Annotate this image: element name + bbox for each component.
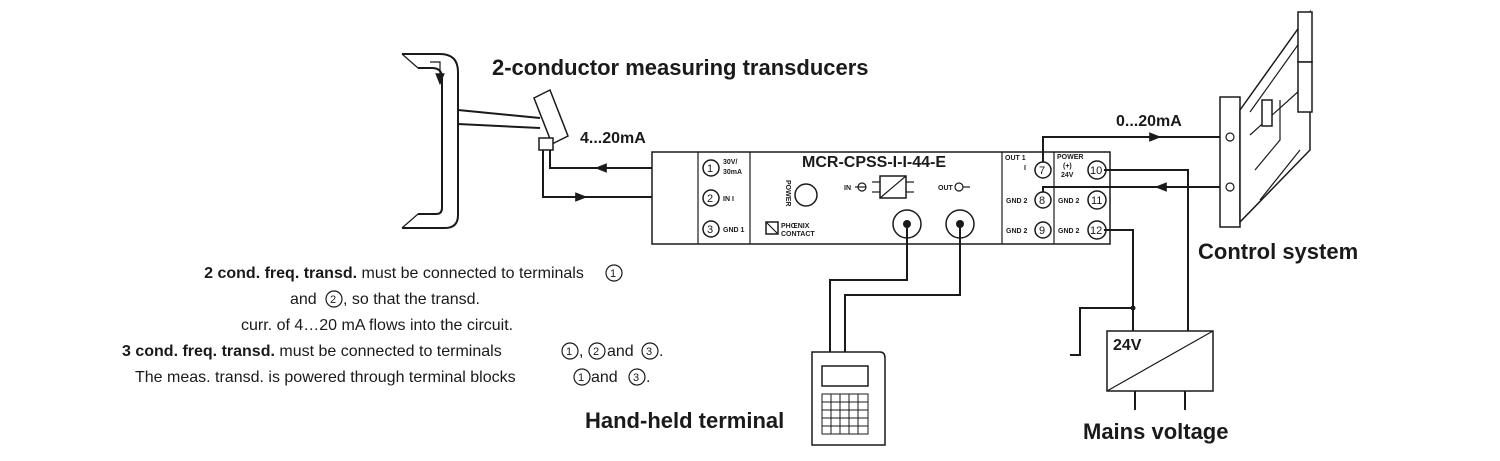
svg-text:1: 1 bbox=[566, 346, 572, 358]
brand-line-2: CONTACT bbox=[781, 231, 815, 238]
input-current-label: 4...20mA bbox=[580, 130, 646, 147]
svg-text:GND 1: GND 1 bbox=[723, 227, 745, 234]
svg-text:GND 2: GND 2 bbox=[1006, 228, 1028, 235]
terminal-2[interactable] bbox=[702, 189, 720, 207]
svg-text:3 cond. freq. transd. must be: 3 cond. freq. transd. must be connected … bbox=[122, 343, 502, 360]
svg-text:.: . bbox=[659, 343, 663, 360]
svg-text:, so that the transd.: , so that the transd. bbox=[343, 291, 480, 308]
cable-handheld-a bbox=[829, 224, 908, 355]
svg-text:9: 9 bbox=[1039, 225, 1045, 237]
svg-text:OUT 1: OUT 1 bbox=[1005, 155, 1026, 162]
wire-power-ground bbox=[1070, 229, 1134, 356]
svg-text:1: 1 bbox=[610, 268, 616, 280]
svg-text:24V: 24V bbox=[1061, 172, 1074, 179]
svg-text:and: and bbox=[607, 343, 634, 360]
svg-text:1: 1 bbox=[578, 372, 584, 384]
power-led bbox=[794, 183, 818, 207]
notes: 2 cond. freq. transd. must be connected … bbox=[122, 264, 663, 386]
mains-voltage-label: Mains voltage bbox=[1083, 419, 1228, 444]
svg-text:8: 8 bbox=[1039, 195, 1045, 207]
terminal-block-left: 1 30V/ 30mA 2 IN I 3 GND 1 bbox=[702, 159, 745, 238]
svg-text:3: 3 bbox=[707, 224, 713, 236]
supply-voltage-label: 24V bbox=[1113, 337, 1142, 354]
module-name: MCR-CPSS-I-I-44-E bbox=[802, 154, 946, 171]
hand-held-terminal bbox=[811, 351, 886, 446]
power-label: POWER bbox=[784, 180, 791, 206]
terminal-block-power: POWER (+) 24V 10 GND 2 11 GND 2 12 bbox=[1057, 154, 1107, 240]
svg-text:(+): (+) bbox=[1063, 163, 1072, 170]
pipe bbox=[401, 53, 459, 229]
svg-text:30mA: 30mA bbox=[723, 169, 742, 176]
terminal-11[interactable] bbox=[1087, 190, 1107, 210]
svg-text:30V/: 30V/ bbox=[723, 159, 737, 166]
svg-text:curr. of 4…20 mA flows into th: curr. of 4…20 mA flows into the circuit. bbox=[241, 317, 513, 334]
wire-out-signal bbox=[1042, 136, 1228, 162]
wire-power-plus bbox=[1104, 169, 1189, 331]
svg-text:GND 2: GND 2 bbox=[1006, 198, 1028, 205]
brand-line-1: PHŒNIX bbox=[781, 223, 810, 230]
svg-text:3: 3 bbox=[633, 372, 639, 384]
svg-text:12: 12 bbox=[1090, 225, 1102, 237]
svg-text:2: 2 bbox=[707, 193, 713, 205]
svg-text:The meas. transd. is powered t: The meas. transd. is powered through ter… bbox=[135, 369, 516, 386]
svg-text:2: 2 bbox=[593, 346, 599, 358]
svg-text:3: 3 bbox=[646, 346, 652, 358]
terminal-9[interactable] bbox=[1034, 221, 1052, 239]
out-label: OUT bbox=[938, 185, 954, 192]
svg-text:7: 7 bbox=[1039, 165, 1045, 177]
control-system-label: Control system bbox=[1198, 239, 1358, 264]
svg-text:POWER: POWER bbox=[1057, 154, 1083, 161]
svg-text:,: , bbox=[579, 343, 583, 360]
svg-text:11: 11 bbox=[1091, 195, 1102, 207]
terminal-1[interactable] bbox=[702, 159, 720, 177]
svg-text:GND 2: GND 2 bbox=[1058, 228, 1080, 235]
svg-text:10: 10 bbox=[1090, 165, 1102, 177]
output-current-label: 0...20mA bbox=[1116, 113, 1182, 130]
svg-text:IN I: IN I bbox=[723, 196, 734, 203]
terminal-3[interactable] bbox=[702, 220, 720, 238]
svg-text:2 cond. freq. transd. must be: 2 cond. freq. transd. must be connected … bbox=[204, 265, 584, 282]
transducer-probe bbox=[457, 88, 569, 151]
terminal-block-out: OUT 1 I 7 GND 2 8 GND 2 9 bbox=[1005, 155, 1052, 239]
transducers-title: 2-conductor measuring transducers bbox=[492, 55, 869, 80]
control-system-card bbox=[1219, 9, 1313, 228]
in-label: IN bbox=[844, 185, 851, 192]
svg-text:GND 2: GND 2 bbox=[1058, 198, 1080, 205]
svg-text:.: . bbox=[646, 369, 650, 386]
svg-text:1: 1 bbox=[707, 163, 713, 175]
svg-text:I: I bbox=[1024, 165, 1026, 172]
svg-text:and: and bbox=[591, 369, 618, 386]
svg-text:2: 2 bbox=[330, 294, 336, 306]
hand-held-label: Hand-held terminal bbox=[585, 408, 784, 433]
svg-text:and: and bbox=[290, 291, 317, 308]
wire-terminal-2 bbox=[542, 150, 702, 198]
cable-handheld-b bbox=[844, 224, 961, 355]
